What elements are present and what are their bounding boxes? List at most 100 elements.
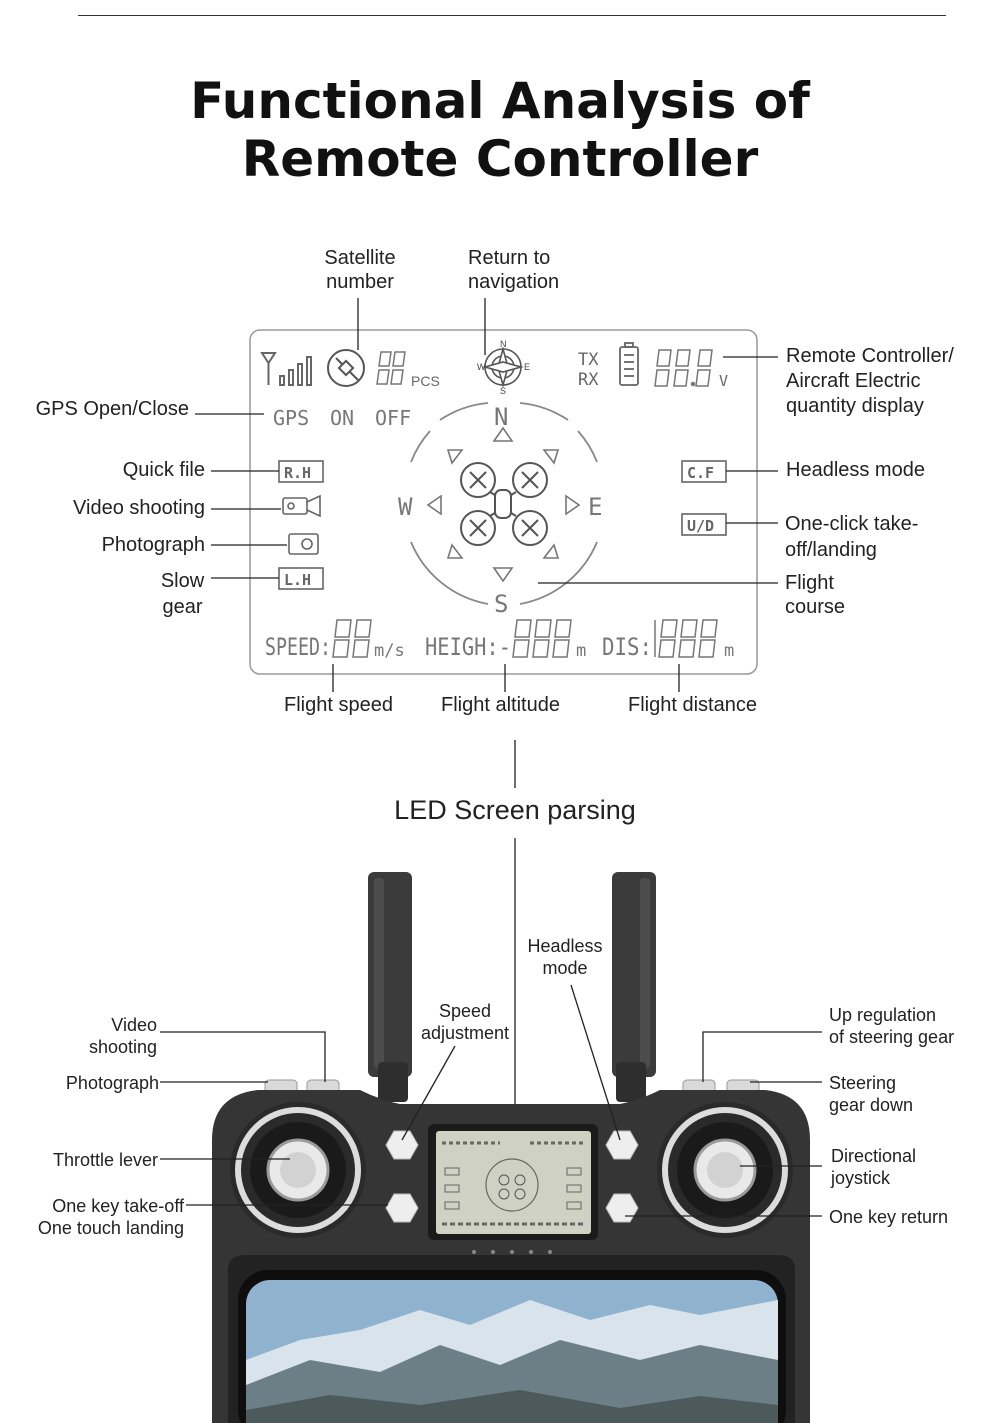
rh-box-text: R.H <box>284 464 311 482</box>
compass-rose-icon <box>482 346 524 388</box>
status-dots <box>472 1250 552 1254</box>
label-ctrl-up-regulation: Up regulation of steering gear <box>829 1004 954 1048</box>
return-hex-button <box>605 1193 639 1223</box>
label-ctrl-joystick-l1: Directional <box>831 1146 917 1166</box>
takeoff-hex-button <box>385 1193 419 1223</box>
label-one-click-l2: off/landing <box>785 539 877 561</box>
right-antenna <box>612 872 656 1102</box>
label-slow-gear-l2: gear <box>162 596 203 618</box>
mini-n: N <box>500 339 507 349</box>
speed-unit: m/s <box>374 641 405 661</box>
label-ctrl-video-shooting: Video shooting <box>60 1014 157 1058</box>
label-return-navigation-l2: navigation <box>468 271 560 293</box>
label-flight-altitude: Flight altitude <box>441 694 560 716</box>
mini-lcd-screen <box>428 1124 598 1240</box>
height-label: HEIGH:- <box>425 633 511 661</box>
label-return-navigation-l1: Return to <box>468 247 551 269</box>
label-headless-mode: Headless mode <box>786 459 925 481</box>
label-slow-gear-l1: Slow <box>160 570 205 592</box>
ud-box-text: U/D <box>687 517 714 535</box>
section-title: LED Screen parsing <box>394 795 636 825</box>
left-antenna <box>368 872 412 1102</box>
off-text: OFF <box>375 406 411 430</box>
pcs-unit: PCS <box>411 373 440 389</box>
page-title: Functional Analysis of Remote Controller <box>0 72 1000 188</box>
label-video-shooting: Video shooting <box>73 497 205 519</box>
height-digits <box>512 619 572 658</box>
rx-label: RX <box>578 370 599 390</box>
label-ctrl-takeoff-l2: One touch landing <box>37 1218 184 1238</box>
mini-w: W <box>477 362 486 372</box>
direction-arrows <box>426 426 581 583</box>
label-ctrl-up-l2: of steering gear <box>829 1027 955 1047</box>
label-ctrl-steering-l2: gear down <box>829 1095 914 1115</box>
label-ctrl-one-key-return: One key return <box>829 1207 949 1227</box>
label-ctrl-speed-l2: adjustment <box>420 1023 510 1043</box>
controller-leader-lines <box>160 984 822 1217</box>
satellite-icon <box>327 349 365 387</box>
lcd-leader-lines <box>195 298 778 1143</box>
phone-icon <box>238 1270 786 1423</box>
compass-east: E <box>588 493 602 521</box>
label-ctrl-steering-down: Steering gear down <box>829 1072 913 1116</box>
speed-label: SPEED: <box>265 633 331 661</box>
mini-s: S <box>500 386 506 396</box>
mini-e: E <box>524 362 530 372</box>
label-ctrl-headless-l2: mode <box>542 958 588 978</box>
label-quick-file: Quick file <box>122 459 205 481</box>
cf-box-text: C.F <box>687 464 714 482</box>
tx-label: TX <box>578 350 599 370</box>
voltage-digits <box>654 349 713 387</box>
label-ctrl-directional-joystick: Directional joystick <box>831 1145 916 1189</box>
label-ctrl-throttle: Throttle lever <box>52 1150 158 1170</box>
label-flight-speed: Flight speed <box>284 694 393 716</box>
label-ctrl-photograph: Photograph <box>65 1073 159 1093</box>
label-ctrl-video-l1: Video <box>111 1015 157 1035</box>
label-satellite-number-l2: number <box>326 271 394 293</box>
label-one-click-l1: One-click take- <box>785 513 919 535</box>
label-ctrl-headless-mode: Headless mode <box>515 935 615 979</box>
compass-south: S <box>494 590 508 618</box>
label-ctrl-speed-l1: Speed <box>438 1001 492 1021</box>
battery-icon <box>619 342 639 386</box>
on-text: ON <box>330 406 354 430</box>
compass-north: N <box>494 403 508 431</box>
directional-joystick-stick <box>657 1102 793 1238</box>
label-battery-display-l2: Aircraft Electric <box>786 370 921 392</box>
headless-hex-button <box>605 1130 639 1160</box>
top-rule <box>78 15 946 16</box>
distance-label: DIS: <box>602 633 652 661</box>
label-gps-open-close: GPS Open/Close <box>35 398 189 420</box>
title-line-2: Remote Controller <box>241 130 759 188</box>
label-battery-display: Remote Controller/ Aircraft Electric qua… <box>786 344 954 419</box>
label-return-navigation: Return to navigation <box>468 246 559 294</box>
volt-unit: V <box>719 372 728 390</box>
throttle-lever-stick <box>230 1102 366 1238</box>
antenna-signal-icon <box>260 352 312 386</box>
label-ctrl-joystick-l2: joystick <box>831 1168 891 1188</box>
label-flight-course-l2: course <box>785 596 846 618</box>
gps-text: GPS <box>273 406 309 430</box>
lh-box-text: L.H <box>284 571 311 589</box>
label-ctrl-up-l1: Up regulation <box>829 1005 937 1025</box>
title-line-1: Functional Analysis of <box>190 72 810 130</box>
label-ctrl-steering-l1: Steering <box>829 1073 897 1093</box>
height-unit: m <box>576 641 586 661</box>
label-flight-course-l1: Flight <box>785 572 834 594</box>
label-ctrl-takeoff-l1: One key take-off <box>52 1196 184 1216</box>
label-ctrl-headless-l1: Headless <box>527 936 603 956</box>
label-photograph: Photograph <box>101 534 205 556</box>
label-battery-display-l3: quantity display <box>786 395 924 417</box>
satellite-count-digits <box>376 351 406 385</box>
label-satellite-number-l1: Satellite <box>324 247 396 269</box>
label-one-click: One-click take- off/landing <box>785 511 918 563</box>
label-ctrl-video-l2: shooting <box>88 1037 157 1057</box>
label-battery-display-l1: Remote Controller/ <box>786 345 954 367</box>
distance-digits <box>654 619 718 658</box>
label-slow-gear: Slow gear <box>150 568 215 620</box>
drone-icon <box>460 462 548 546</box>
label-flight-course: Flight course <box>785 571 845 619</box>
label-ctrl-takeoff: One key take-off One touch landing <box>10 1195 184 1239</box>
speed-adjust-hex-button <box>385 1130 419 1160</box>
